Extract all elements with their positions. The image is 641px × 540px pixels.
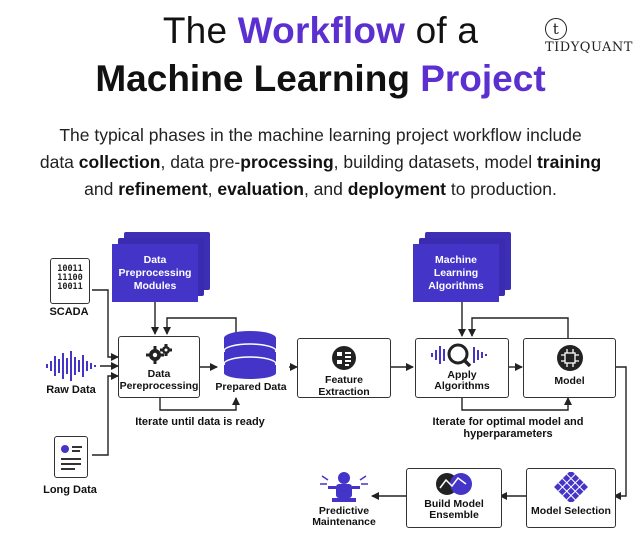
scada-code: 10011 [57, 264, 83, 274]
arrow-scada [92, 289, 119, 361]
subtitle-text: , data pre- [160, 152, 241, 172]
chip-icon [556, 345, 583, 371]
title-text: of a [405, 10, 479, 51]
subtitle-keyword: refinement [118, 179, 208, 199]
database-icon [223, 331, 277, 379]
feature-icon [332, 346, 356, 370]
card-text: Algorithms [428, 279, 484, 292]
box-text: Feature Extraction [318, 374, 370, 398]
title-text: The [162, 10, 238, 51]
arrow-feedback-top [163, 317, 237, 335]
subtitle-text: , and [303, 179, 348, 199]
gears-icon [146, 344, 172, 364]
model-box: Model [523, 338, 616, 398]
card-text: Machine [434, 253, 477, 266]
arrow-model-selection [613, 366, 627, 500]
label-text: Maintenance [312, 516, 376, 528]
signal-magnifier-icon [431, 343, 487, 368]
subtitle-text: , [207, 179, 218, 199]
box-text: Pereprocessing [119, 380, 199, 392]
card-text: Data [143, 253, 167, 266]
arrow-feedback-model [468, 317, 569, 338]
scada-code: 11100 [57, 273, 83, 283]
scada-code: 10011 [57, 282, 83, 292]
prepared-data-label: Prepared Data [215, 381, 287, 393]
preprocessing-modules-card: Data Preprocessing Modules [112, 244, 198, 302]
brand-name: TIDYQUANT [545, 40, 633, 55]
subtitle-keyword: processing [240, 152, 334, 172]
title-accent: Project [420, 58, 546, 99]
box-text: Algorithms [434, 380, 490, 392]
long-data-label: Long Data [43, 484, 97, 496]
subtitle-keyword: deployment [347, 179, 446, 199]
subtitle-line: The typical phases in the machine learni… [59, 125, 582, 145]
subtitle-keyword: evaluation [217, 179, 304, 199]
arrow-long [92, 372, 119, 456]
subtitle-text: and [84, 179, 119, 199]
subtitle-text: , building datasets, model [333, 152, 537, 172]
title-accent: Workflow [237, 10, 406, 51]
title-text: Machine Learning [95, 58, 421, 99]
note-text: Iterate for optimal model and [432, 416, 584, 428]
subtitle-keyword: training [536, 152, 602, 172]
title-line-1: The Workflow of a [0, 10, 641, 52]
grid-selection-icon [554, 470, 588, 504]
arrow-iterate-data [159, 397, 240, 411]
build-ensemble-box: Build Model Ensemble [406, 468, 502, 528]
subtitle-keyword: collection [78, 152, 161, 172]
subtitle-line: and refinement, evaluation, and deployme… [20, 176, 621, 203]
scada-icon: 10011 11100 10011 [50, 258, 90, 304]
card-text: Preprocessing [118, 266, 192, 279]
raw-data-label: Raw Data [46, 384, 96, 396]
ml-algorithms-card: Machine Learning Algorithms [413, 244, 499, 302]
box-text: Apply [447, 369, 477, 381]
arrow-iterate-model [461, 397, 572, 411]
box-text: Build Model [424, 498, 484, 510]
ensemble-icon [436, 473, 472, 495]
iterate-model-note: Iterate for optimal model and hyperparam… [418, 416, 598, 440]
scada-label: SCADA [49, 306, 89, 318]
predictive-maintenance-label: Predictive Maintenance [306, 506, 382, 528]
label-text: Predictive [318, 505, 370, 517]
subtitle: The typical phases in the machine learni… [20, 122, 621, 203]
card-text: Learning [433, 266, 479, 279]
box-text: Model [554, 375, 585, 387]
waveform-icon [46, 351, 96, 381]
subtitle-line: data collection, data pre-processing, bu… [20, 149, 621, 176]
data-preprocessing-box: Data Pereprocessing [118, 336, 200, 398]
document-icon [54, 436, 88, 478]
model-selection-box: Model Selection [526, 468, 616, 528]
card-text: Modules [133, 279, 177, 292]
title-line-2: Machine Learning Project [0, 58, 641, 100]
apply-algorithms-box: Apply Algorithms [415, 338, 509, 398]
subtitle-text: data [39, 152, 79, 172]
box-text: Model Selection [531, 505, 611, 517]
box-text: Ensemble [429, 509, 479, 521]
brand-logo: tTIDYQUANT [545, 18, 641, 55]
note-text: hyperparameters [463, 428, 553, 440]
feature-extraction-box: Feature Extraction [297, 338, 391, 398]
iterate-data-note: Iterate until data is ready [135, 416, 265, 428]
subtitle-text: to production. [445, 179, 557, 199]
box-text: Data [147, 368, 171, 380]
maintenance-robot-icon [320, 472, 368, 502]
